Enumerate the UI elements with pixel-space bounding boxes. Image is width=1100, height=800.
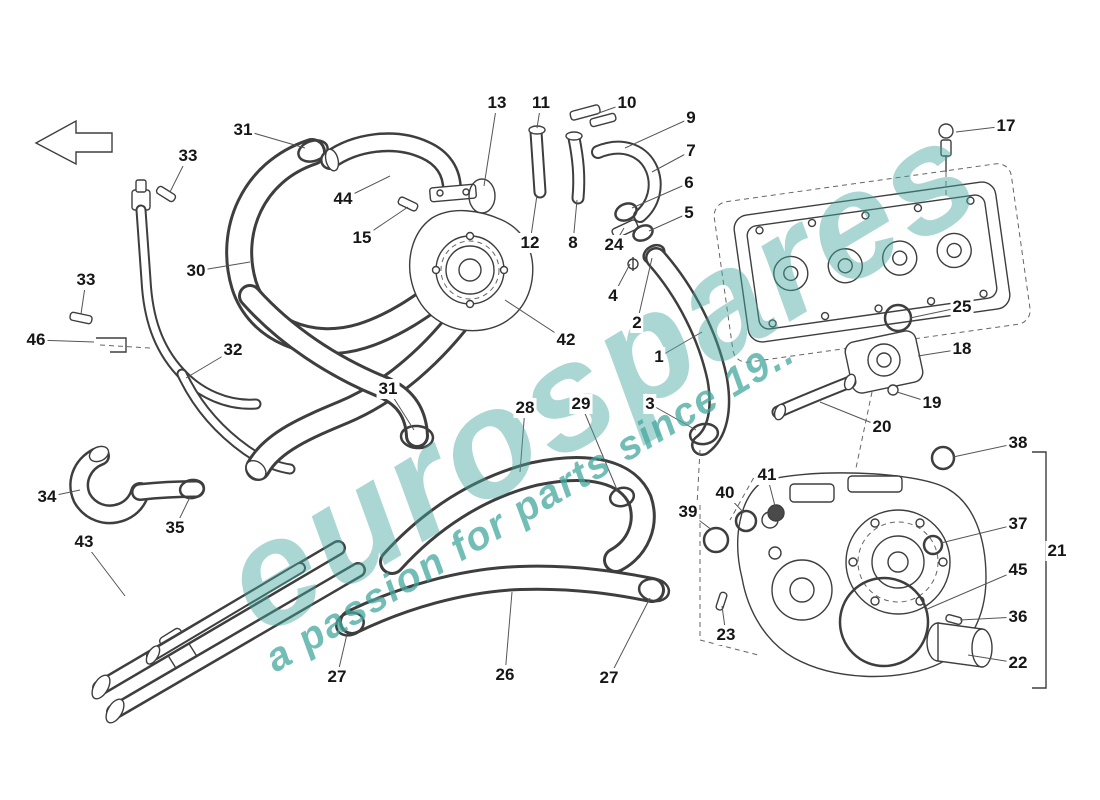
part-callout-13[interactable]: 13	[485, 93, 509, 113]
part-callout-27[interactable]: 27	[325, 667, 349, 687]
part-callout-38[interactable]: 38	[1006, 433, 1030, 453]
part-callout-12[interactable]: 12	[518, 233, 542, 253]
part-callout-1[interactable]: 1	[652, 347, 666, 367]
part-callout-21[interactable]: 21	[1045, 541, 1069, 561]
part-callout-3[interactable]: 3	[643, 394, 657, 414]
part-callout-8[interactable]: 8	[566, 233, 580, 253]
part-callout-25[interactable]: 25	[950, 297, 974, 317]
part-callout-6[interactable]: 6	[682, 173, 696, 193]
water-pump-42	[408, 209, 534, 332]
hose-26	[335, 564, 671, 637]
hose-28-29	[379, 456, 656, 575]
hose-1	[645, 247, 731, 506]
part-callout-44[interactable]: 44	[331, 189, 355, 209]
part-callout-18[interactable]: 18	[950, 339, 974, 359]
part-callout-42[interactable]: 42	[554, 330, 578, 350]
part-callout-2[interactable]: 2	[630, 313, 644, 333]
small-pipes-cluster	[528, 104, 666, 271]
part-callout-5[interactable]: 5	[682, 203, 696, 223]
part-callout-23[interactable]: 23	[714, 625, 738, 645]
part-callout-27[interactable]: 27	[597, 668, 621, 688]
part-callout-29[interactable]: 29	[569, 394, 593, 414]
sensor-17	[938, 123, 954, 196]
part-callout-15[interactable]: 15	[350, 228, 374, 248]
part-callout-35[interactable]: 35	[163, 518, 187, 538]
valve-cover-art	[713, 163, 1031, 363]
thermostat-18	[771, 303, 924, 469]
part-callout-9[interactable]: 9	[684, 108, 698, 128]
part-callout-46[interactable]: 46	[24, 330, 48, 350]
direction-arrow-icon	[34, 119, 113, 166]
hoses-crossing	[238, 284, 481, 481]
part-callout-32[interactable]: 32	[221, 340, 245, 360]
part-callout-45[interactable]: 45	[1006, 560, 1030, 580]
part-callout-17[interactable]: 17	[994, 116, 1018, 136]
part-callout-4[interactable]: 4	[606, 286, 620, 306]
part-callout-11[interactable]: 11	[530, 93, 552, 113]
part-callout-30[interactable]: 30	[184, 261, 208, 281]
part-callout-26[interactable]: 26	[493, 665, 517, 685]
part-callout-40[interactable]: 40	[713, 483, 737, 503]
part-callout-39[interactable]: 39	[676, 502, 700, 522]
elbow-44	[320, 132, 496, 214]
part-callout-43[interactable]: 43	[72, 532, 96, 552]
part-callout-41[interactable]: 41	[755, 465, 779, 485]
part-callout-36[interactable]: 36	[1006, 607, 1030, 627]
part-callout-33[interactable]: 33	[74, 270, 98, 290]
part-callout-28[interactable]: 28	[513, 398, 537, 418]
part-callout-10[interactable]: 10	[615, 93, 639, 113]
part-callout-20[interactable]: 20	[870, 417, 894, 437]
part-callout-19[interactable]: 19	[920, 393, 944, 413]
part-callout-22[interactable]: 22	[1006, 653, 1030, 673]
part-callout-31[interactable]: 31	[376, 379, 400, 399]
part-callout-7[interactable]: 7	[684, 141, 698, 161]
part-callout-31[interactable]: 31	[231, 120, 255, 140]
engine-block-art	[699, 469, 993, 678]
part-callout-34[interactable]: 34	[35, 487, 59, 507]
part-callout-24[interactable]: 24	[602, 235, 626, 255]
o-rings	[702, 445, 956, 556]
part-callout-37[interactable]: 37	[1006, 514, 1030, 534]
pipes-43	[91, 540, 366, 724]
group-bracket-21	[1032, 451, 1047, 689]
part-callout-33[interactable]: 33	[176, 146, 200, 166]
hose-34	[69, 445, 206, 525]
